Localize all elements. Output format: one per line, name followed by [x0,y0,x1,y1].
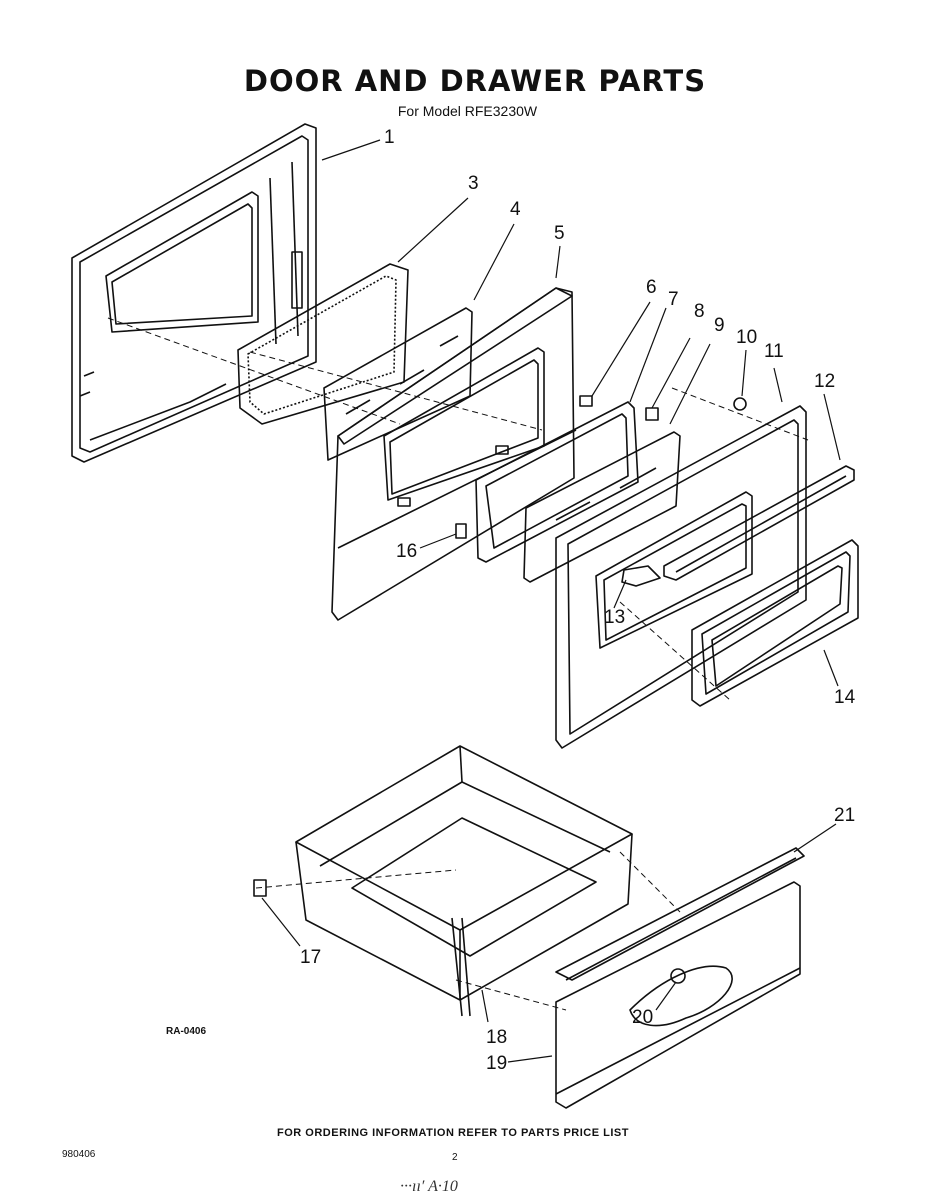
drawer-box [296,746,632,1016]
callout-9: 9 [714,315,725,336]
callout-12: 12 [814,371,836,392]
callout-5: 5 [554,223,565,244]
callout-18: 18 [486,1027,508,1048]
callout-4: 4 [510,199,521,220]
callout-17: 17 [300,947,322,968]
callout-16: 16 [396,541,418,562]
part-13-bracket [622,566,660,586]
page-title: DOOR AND DRAWER PARTS [243,64,707,98]
callout-20: 20 [632,1007,654,1028]
callout-1: 1 [384,127,395,148]
part-21-rail [556,848,804,980]
handwritten-note: ···ıı′ A·10 [400,1178,458,1195]
callout-14: 14 [834,687,856,708]
part-9-inner-glass [524,432,680,582]
part-1-outer-door-panel [72,124,316,462]
model-subtitle: For Model RFE3230W [397,103,538,119]
callout-3: 3 [468,173,479,194]
document-number: 980406 [62,1149,96,1160]
ordering-note: FOR ORDERING INFORMATION REFER TO PARTS … [277,1127,629,1139]
part-6-clip [580,396,592,406]
callout-7: 7 [668,289,679,310]
part-5-inner-panel [332,288,576,620]
part-17-clip [254,880,266,896]
callout-6: 6 [646,277,657,298]
callout-10: 10 [736,327,758,348]
part-20-knob [670,968,686,984]
part-7-frame [476,402,638,562]
part-11-door-liner [556,406,806,748]
callout-13: 13 [604,607,626,628]
part-3-gasket [238,264,408,424]
drawing-reference: RA-0406 [166,1026,207,1037]
callout-11: 11 [764,341,784,362]
part-10-fastener [733,397,747,411]
callout-8: 8 [694,301,705,322]
callout-21: 21 [834,805,856,826]
callout-19: 19 [486,1053,508,1074]
part-14-window-frame [692,540,858,706]
part-4-glass [324,308,472,460]
page-number: 2 [452,1152,458,1163]
part-16-clip [456,524,466,538]
part-8-clip [646,408,658,420]
part-19-drawer-front [556,882,800,1108]
part-12-handle [664,466,854,580]
